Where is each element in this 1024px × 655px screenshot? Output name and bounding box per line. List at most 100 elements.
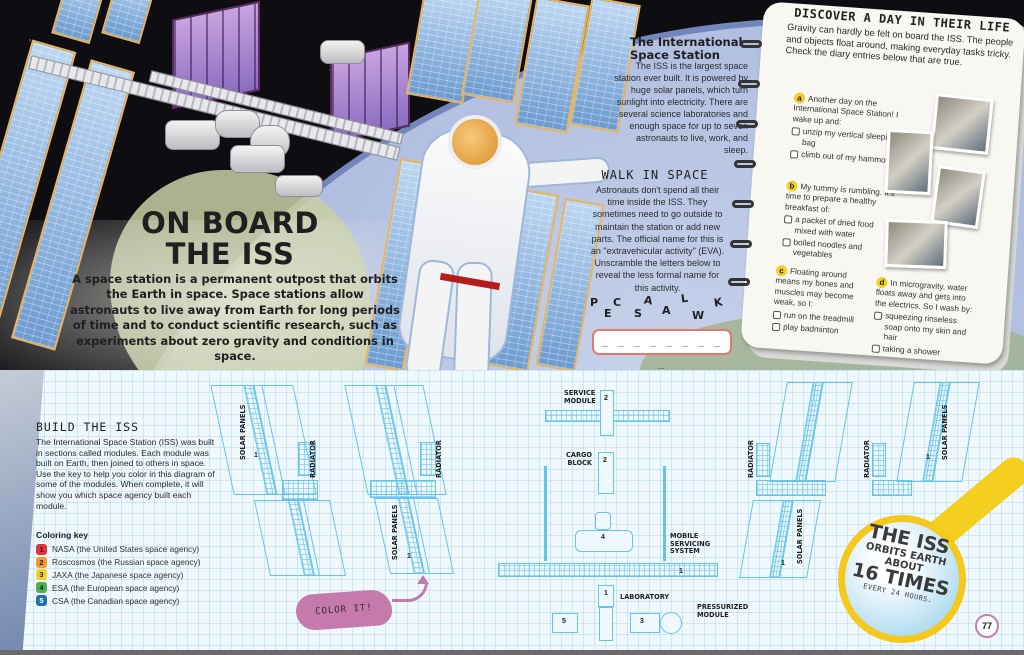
checkbox[interactable] <box>791 127 801 136</box>
key-swatch: 4 <box>36 582 47 594</box>
checkbox[interactable] <box>873 311 883 321</box>
label-solar-panels: SOLAR PANELS <box>796 508 804 564</box>
radiator-outline[interactable] <box>872 443 886 477</box>
service-module-outline[interactable] <box>600 390 614 436</box>
key-item-csa: 5 CSA (the Canadian space agency) <box>36 594 226 607</box>
walk-in-space-heading: WALK IN SPACE <box>601 168 709 182</box>
option-label: play badminton <box>782 322 839 336</box>
checkbox[interactable] <box>789 150 799 159</box>
key-swatch: 5 <box>36 595 47 607</box>
entry-prompt: In microgravity, water floats away and g… <box>874 278 973 315</box>
label-radiator: RADIATOR <box>747 440 755 478</box>
spiral-ring <box>734 160 756 168</box>
node-module-top[interactable] <box>595 512 611 530</box>
spiral-ring <box>732 200 754 208</box>
checkbox[interactable] <box>782 238 791 247</box>
checkbox-option[interactable]: squeezing rinseless soap onto my skin an… <box>872 311 974 349</box>
module-number: 1 <box>926 454 930 461</box>
module-number: 4 <box>601 534 605 541</box>
radiator-outline[interactable] <box>420 442 436 476</box>
scramble-letter: C <box>613 296 622 309</box>
module-outline[interactable] <box>756 480 826 496</box>
scramble-letter: K <box>712 295 724 310</box>
key-label: CSA (the Canadian space agency) <box>52 595 180 606</box>
label-service-module: SERVICE MODULE <box>564 389 596 405</box>
spiral-ring <box>736 120 758 128</box>
iss-info-heading: The International Space Station <box>630 35 743 62</box>
module-number: 1 <box>407 553 411 560</box>
cargo-block-outline[interactable] <box>598 452 614 494</box>
radiator-outline[interactable] <box>756 443 770 477</box>
label-solar-panels: SOLAR PANELS <box>239 404 247 460</box>
module-outline[interactable] <box>872 480 912 496</box>
answer-input[interactable]: _ _ _ _ _ _ _ _ _ <box>592 329 732 369</box>
scramble-letter: A <box>662 304 671 317</box>
scramble-letter: A <box>643 293 654 308</box>
page-edge <box>0 650 1024 655</box>
spiral-ring <box>740 40 762 48</box>
service-module-panel-left[interactable] <box>545 410 603 422</box>
key-swatch: 1 <box>36 543 47 555</box>
jaxa-module-outline[interactable] <box>630 613 660 633</box>
entry-badge: c <box>775 264 788 277</box>
key-swatch: 2 <box>36 556 47 568</box>
intro-paragraph: A space station is a permanent outpost t… <box>70 272 400 364</box>
module-number: 1 <box>604 590 608 597</box>
iss-module <box>320 40 365 64</box>
entry-prompt: Another day on the International Space S… <box>792 94 899 127</box>
checkbox[interactable] <box>871 344 881 354</box>
scramble-letter: W <box>692 309 705 322</box>
module-number: 5 <box>562 618 566 625</box>
astronaut-helmet <box>448 115 502 169</box>
label-laboratory: LABORATORY <box>620 593 670 601</box>
page-title: ON BOARD THE ISS <box>140 208 320 270</box>
module-number: 1 <box>679 568 683 575</box>
page-number: 77 <box>975 614 999 638</box>
build-body: The International Space Station (ISS) wa… <box>36 437 215 511</box>
laboratory-outline[interactable] <box>598 585 614 607</box>
label-radiator: RADIATOR <box>863 440 871 478</box>
checkbox[interactable] <box>783 215 793 224</box>
entry-badge: a <box>793 92 806 104</box>
iss-module <box>275 175 323 197</box>
module-outline[interactable] <box>282 480 318 500</box>
jaxa-airlock-outline[interactable] <box>660 612 682 634</box>
title-line: THE ISS <box>165 237 295 271</box>
coloring-key-title: Coloring key <box>36 530 89 540</box>
label-radiator: RADIATOR <box>435 440 443 478</box>
module-number: 1 <box>781 560 785 567</box>
arrow-head-icon <box>417 575 429 584</box>
label-solar-panels: SOLAR PANELS <box>391 504 399 560</box>
key-label: ESA (the European space agency) <box>52 582 180 593</box>
module-outline[interactable] <box>370 480 436 498</box>
iss-module <box>165 120 220 150</box>
spiral-ring <box>730 240 752 248</box>
scramble-letter: E <box>604 307 612 320</box>
node-module-outline[interactable] <box>575 530 633 552</box>
iss-module <box>230 145 285 173</box>
csa-module-outline[interactable] <box>552 613 578 633</box>
entry-prompt: My tummy is rumbling. It's time to prepa… <box>784 182 895 215</box>
title-line: ON BOARD <box>141 206 319 240</box>
module-number: 1 <box>254 452 258 459</box>
walk-in-space-body: Astronauts don't spend all their time in… <box>590 185 725 293</box>
spiral-ring <box>738 80 760 88</box>
option-label: boiled noodles and vegetables <box>792 237 863 261</box>
module-number: 3 <box>640 618 644 625</box>
iss-info-body: The ISS is the largest space station eve… <box>614 61 748 155</box>
checkbox[interactable] <box>772 310 782 319</box>
label-mobile-servicing-system: MOBILE SERVICING SYSTEM <box>670 532 711 556</box>
main-truss-outline[interactable] <box>498 563 718 577</box>
scramble-letter: P <box>590 296 599 309</box>
checkbox[interactable] <box>771 322 781 332</box>
magnifier-icon <box>838 515 966 643</box>
label-pressurized-module: PRESSURIZED MODULE <box>697 603 749 619</box>
laboratory-lower-outline[interactable] <box>599 607 613 641</box>
radiator-outline[interactable] <box>298 442 316 476</box>
service-module-panel-right[interactable] <box>612 410 670 422</box>
